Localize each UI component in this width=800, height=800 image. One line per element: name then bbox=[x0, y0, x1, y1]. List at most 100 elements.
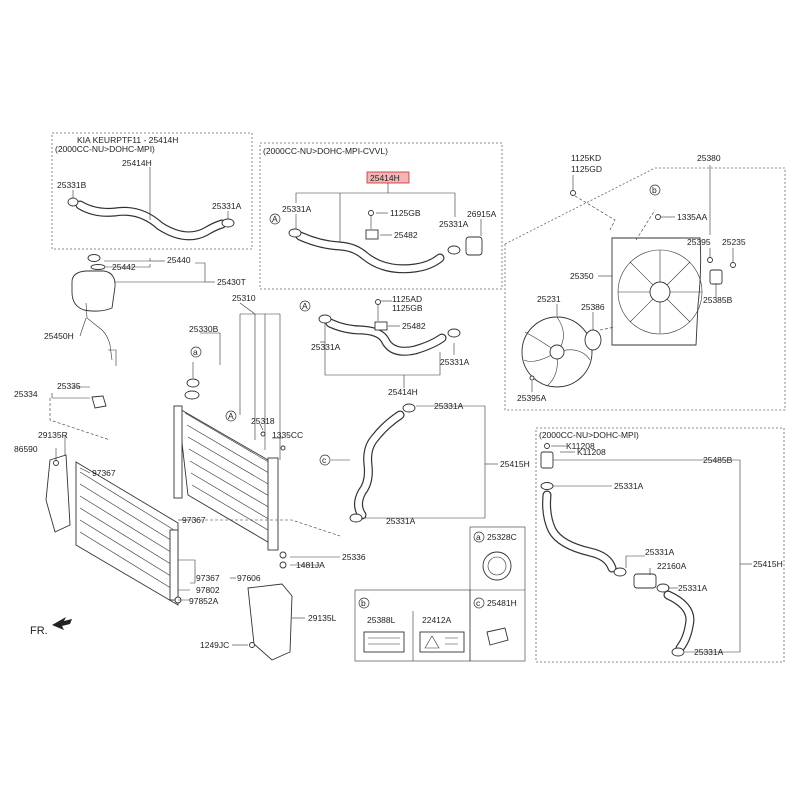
label-25415H-middle: 25415H bbox=[500, 459, 530, 469]
nut-25395A[interactable] bbox=[529, 375, 535, 381]
reservoir-tank[interactable] bbox=[71, 270, 116, 312]
clamp-25331A-middle-4[interactable] bbox=[349, 513, 363, 523]
clamp-25331A-right-4[interactable] bbox=[671, 647, 685, 657]
bracket-25482-middle[interactable] bbox=[374, 321, 388, 331]
callout-A-cvvl-text: A bbox=[272, 214, 278, 224]
drain-plug-25336[interactable] bbox=[279, 551, 287, 559]
label-22160A: 22160A bbox=[657, 561, 687, 571]
legend-box-b bbox=[354, 589, 471, 662]
callout-c-middle[interactable] bbox=[319, 454, 331, 466]
callout-A-radiator[interactable] bbox=[225, 410, 237, 422]
callout-A-radiator-text: A bbox=[228, 411, 234, 421]
bracket-25482-cvvl[interactable] bbox=[365, 229, 379, 240]
label-25235: 25235 bbox=[722, 237, 746, 247]
callout-a-radiator[interactable] bbox=[190, 346, 202, 358]
callout-A-cvvl[interactable] bbox=[269, 213, 281, 225]
bolt-1335AA[interactable] bbox=[655, 214, 661, 220]
label-1125AD: 1125AD bbox=[392, 294, 422, 304]
callout-a-legend bbox=[473, 531, 485, 543]
label-K11208-a: K11208 bbox=[566, 441, 595, 451]
bracket-25335[interactable] bbox=[91, 395, 107, 409]
label-25331B: 25331B bbox=[57, 180, 87, 190]
bolt-25318[interactable] bbox=[260, 431, 266, 437]
label-29135L: 29135L bbox=[308, 613, 337, 623]
motor-25386[interactable] bbox=[584, 329, 602, 351]
cvvl-group-engine: (2000CC-NU>DOHC-MPI-CVVL) bbox=[263, 146, 388, 156]
label-25388L: 25388L bbox=[367, 615, 396, 625]
label-25334: 25334 bbox=[14, 389, 38, 399]
label-25481H: 25481H bbox=[487, 598, 517, 608]
air-guard-29135R[interactable] bbox=[45, 454, 71, 533]
receiver-drier-97606[interactable] bbox=[169, 529, 179, 601]
callout-A-middle[interactable] bbox=[299, 300, 311, 312]
fitting-26915A[interactable] bbox=[465, 236, 483, 256]
kia-group-title: KIA KEURPTF11 - 25414H bbox=[77, 135, 178, 145]
condenser-core[interactable] bbox=[75, 461, 179, 606]
seal-25442[interactable] bbox=[90, 264, 106, 270]
radiator-cap-seal[interactable] bbox=[186, 378, 200, 388]
clamp-25331A-middle-3[interactable] bbox=[402, 403, 416, 413]
label-25414H-middle: 25414H bbox=[388, 387, 418, 397]
label-1125GB-cvvl: 1125GB bbox=[390, 208, 421, 218]
bolt-1125KD[interactable] bbox=[570, 190, 576, 196]
clamp-25331A-right-2[interactable] bbox=[613, 567, 627, 577]
label-1125GD: 1125GD bbox=[571, 164, 602, 174]
callout-b-legend-text: b bbox=[361, 598, 366, 608]
caution-label-22412A-icon bbox=[419, 631, 465, 653]
cap-25440[interactable] bbox=[87, 254, 101, 262]
label-26915A: 26915A bbox=[467, 209, 497, 219]
label-25331A-right-2: 25331A bbox=[645, 547, 675, 557]
radiator-left-tank[interactable] bbox=[173, 405, 183, 499]
label-97802: 97802 bbox=[196, 585, 220, 595]
kia-group-engine: (2000CC-NU>DOHC-MPI) bbox=[55, 144, 155, 154]
label-1481JA: 1481JA bbox=[296, 560, 325, 570]
clamp-25331A-middle-1[interactable] bbox=[318, 314, 332, 324]
callout-b-legend bbox=[358, 597, 370, 609]
callout-b-shroud[interactable] bbox=[649, 184, 661, 196]
radiator-cap-25330B[interactable] bbox=[184, 390, 200, 400]
bolt-86590[interactable] bbox=[53, 460, 59, 466]
fan-shroud-group-box bbox=[504, 167, 786, 411]
clamp-25331A-right-1[interactable] bbox=[540, 482, 554, 490]
label-97852A: 97852A bbox=[189, 596, 219, 606]
clamp-25331B[interactable] bbox=[67, 197, 79, 207]
bolt-1249JC[interactable] bbox=[249, 642, 255, 648]
callout-c-legend-text: c bbox=[476, 598, 481, 608]
label-25395A: 25395A bbox=[517, 393, 547, 403]
label-25331A-right-1: 25331A bbox=[614, 481, 644, 491]
air-guard-29135L[interactable] bbox=[247, 583, 293, 661]
right-hose-group-box bbox=[535, 427, 785, 663]
label-25350: 25350 bbox=[570, 271, 594, 281]
label-25331A-middle-2: 25331A bbox=[440, 357, 470, 367]
connector-25385B[interactable] bbox=[709, 269, 723, 285]
label-1335CC: 1335CC bbox=[272, 430, 303, 440]
bolt-1335CC[interactable] bbox=[280, 445, 286, 451]
label-25328C: 25328C bbox=[487, 532, 517, 542]
label-25331A-right-3: 25331A bbox=[678, 583, 708, 593]
label-97367-b: 97367 bbox=[182, 515, 206, 525]
label-25380: 25380 bbox=[697, 153, 721, 163]
front-arrow-icon bbox=[52, 617, 72, 630]
label-25331A-kia: 25331A bbox=[212, 201, 242, 211]
clamp-25331A-kia[interactable] bbox=[221, 218, 235, 228]
label-25331A-middle-4: 25331A bbox=[386, 516, 416, 526]
label-29135R: 29135R bbox=[38, 430, 68, 440]
clamp-25331A-cvvl-1[interactable] bbox=[288, 228, 302, 238]
label-25414H-highlighted: 25414H bbox=[370, 173, 400, 183]
label-25385B: 25385B bbox=[703, 295, 733, 305]
hose-end-fitting[interactable] bbox=[540, 451, 554, 469]
bolt-K11208[interactable] bbox=[544, 443, 550, 449]
label-25482-middle: 25482 bbox=[402, 321, 426, 331]
bolt-1125GB-cvvl[interactable] bbox=[368, 210, 374, 216]
clamp-25331A-cvvl-2[interactable] bbox=[447, 245, 461, 255]
pipe-22160A[interactable] bbox=[633, 573, 657, 589]
label-25331A-right-4: 25331A bbox=[694, 647, 724, 657]
bolt-25395[interactable] bbox=[707, 257, 713, 263]
label-25395: 25395 bbox=[687, 237, 711, 247]
clamp-25331A-middle-2[interactable] bbox=[447, 328, 461, 338]
clip-1481JA[interactable] bbox=[279, 561, 287, 569]
bolt-25235[interactable] bbox=[730, 262, 736, 268]
bolt-1125AD[interactable] bbox=[375, 299, 381, 305]
radiator-right-tank[interactable] bbox=[267, 457, 279, 551]
